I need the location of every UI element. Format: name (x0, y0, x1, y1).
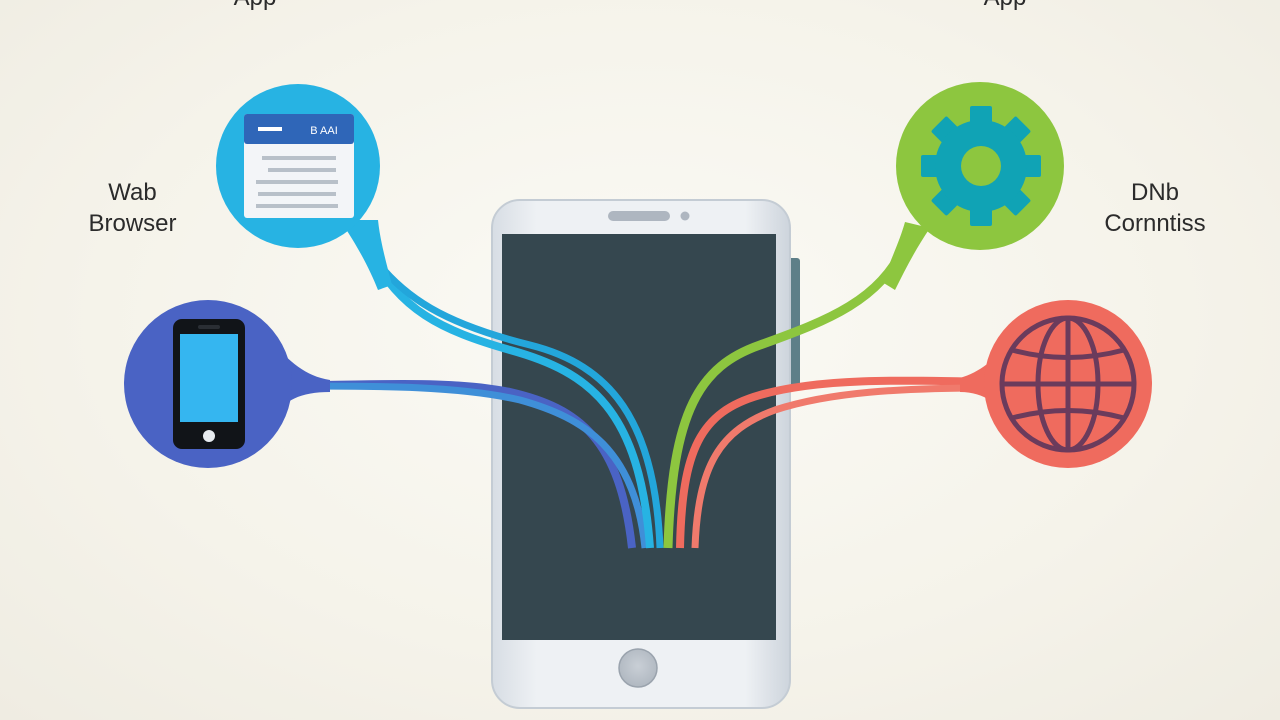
web-browser-label: Wab Browser (60, 177, 205, 239)
cyan-connector-left (366, 250, 654, 549)
blue-connector-inner (299, 382, 649, 549)
central-phone (491, 199, 800, 709)
browser-header-text: B AAI (310, 125, 338, 137)
coral-connector-inner (691, 384, 991, 549)
right-label-line2: Cornntiss (1104, 210, 1206, 237)
top-right-label: App (950, 0, 1060, 13)
gear-bubble (882, 82, 1064, 290)
gear-icon (921, 106, 1041, 226)
connector-lines (299, 243, 991, 549)
globe-icon (999, 315, 1137, 453)
cyan-connector-right (362, 243, 664, 549)
top-right-label-text: App (950, 0, 1060, 13)
gear-bubble-tail (882, 222, 930, 290)
right-label: DNb Cornntiss (1080, 177, 1230, 239)
web-browser-label-line1: Wab (108, 179, 157, 206)
phone-speaker (608, 211, 670, 221)
smartphone-icon (173, 319, 245, 449)
browser-window-icon: B AAI (244, 114, 354, 218)
globe-bubble (960, 300, 1152, 468)
top-left-label: App (200, 0, 310, 13)
web-browser-label-line2: Browser (88, 210, 177, 237)
phone-home-button (618, 648, 658, 688)
coral-connector-outer (676, 376, 991, 549)
phone-bubble (124, 300, 330, 468)
phone-camera (680, 211, 690, 221)
top-left-label-text: App (200, 0, 310, 13)
browser-bubble: B AAI (216, 84, 392, 290)
green-connector (663, 243, 910, 549)
right-label-line1: DNb (1130, 179, 1179, 206)
browser-bubble-tail (340, 220, 392, 290)
